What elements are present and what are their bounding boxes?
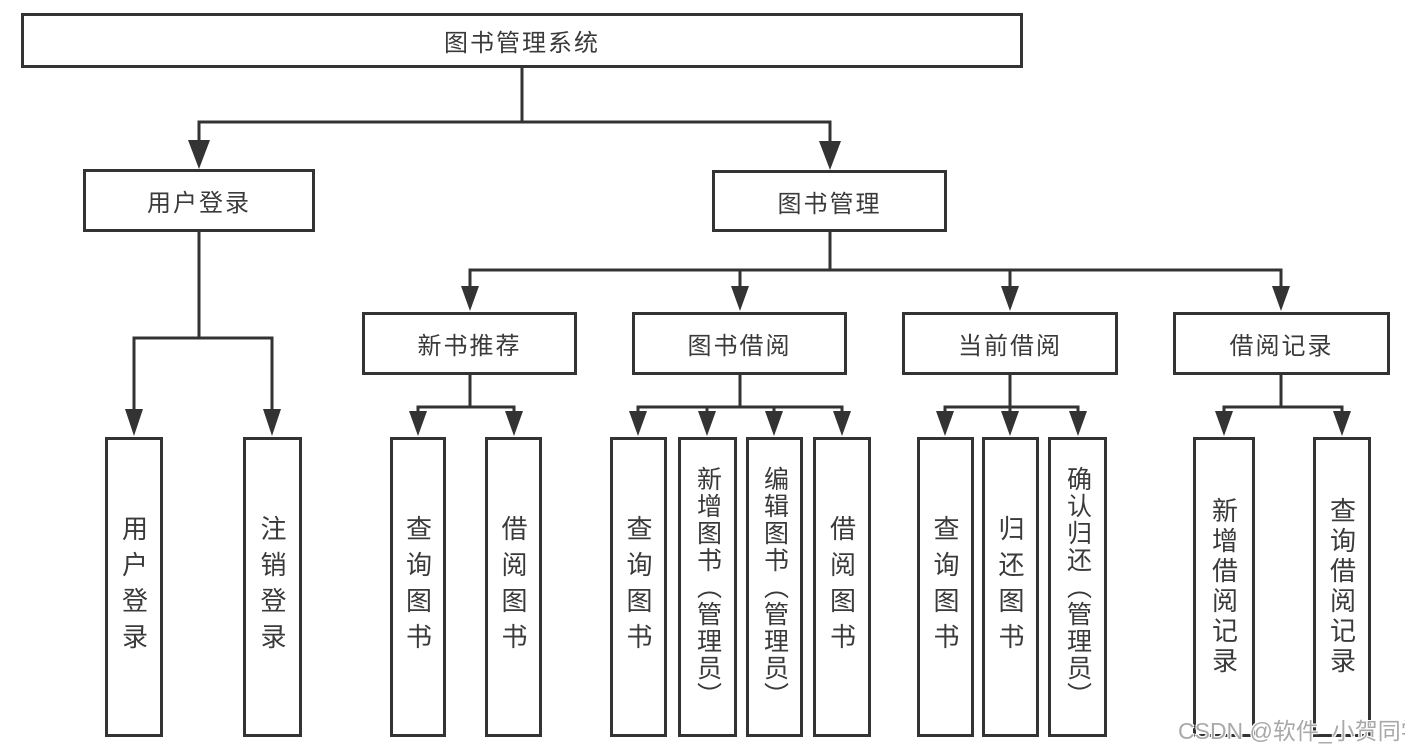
arrowhead-icon <box>765 411 783 436</box>
leaf-add-borrow-record: 新增借阅记录 <box>1193 437 1255 737</box>
leaf-logout-label: 注销登录 <box>257 515 287 659</box>
arrowhead-icon <box>1215 411 1233 436</box>
leaf-borrow-books-recommend: 借阅图书 <box>485 437 542 737</box>
arrowhead-icon <box>819 141 841 170</box>
leaf-logout: 注销登录 <box>243 437 302 737</box>
leaf-query-books-borrow: 查询图书 <box>610 437 667 737</box>
leaf-return-books: 归还图书 <box>982 437 1039 737</box>
arrowhead-icon <box>1272 286 1290 311</box>
leaf-confirm-return-admin-label: 确认归还（管理员） <box>1063 465 1092 709</box>
node-new-book-recommend-label: 新书推荐 <box>417 333 522 360</box>
leaf-confirm-return-admin: 确认归还（管理员） <box>1048 437 1107 737</box>
leaf-add-books-admin-label: 新增图书（管理员） <box>693 465 722 709</box>
node-book-borrow: 图书借阅 <box>632 312 847 375</box>
leaf-edit-books-admin: 编辑图书（管理员） <box>746 437 803 737</box>
node-root: 图书管理系统 <box>21 13 1023 68</box>
leaf-return-books-label: 归还图书 <box>995 515 1025 659</box>
leaf-query-books-recommend: 查询图书 <box>390 437 446 737</box>
node-current-borrow: 当前借阅 <box>902 312 1118 375</box>
leaf-query-books-current: 查询图书 <box>917 437 974 737</box>
node-book-management: 图书管理 <box>712 170 947 232</box>
leaf-query-borrow-record: 查询借阅记录 <box>1313 437 1371 737</box>
arrowhead-icon <box>263 409 281 436</box>
arrowhead-icon <box>629 411 647 436</box>
leaf-add-borrow-record-label: 新增借阅记录 <box>1208 497 1239 677</box>
arrowhead-icon <box>936 411 954 436</box>
arrowhead-icon <box>1333 411 1351 436</box>
arrowhead-icon <box>731 286 749 311</box>
arrowhead-icon <box>698 411 716 436</box>
arrowhead-icon <box>461 286 479 311</box>
watermark: CSDN @软件_小贺同学 <box>1178 718 1405 744</box>
arrowhead-icon <box>188 140 210 169</box>
arrowhead-icon <box>505 411 523 436</box>
leaf-query-borrow-record-label: 查询借阅记录 <box>1326 497 1357 677</box>
arrowhead-icon <box>1069 411 1087 436</box>
node-book-management-label: 图书管理 <box>777 190 882 218</box>
leaf-borrow-books-label: 借阅图书 <box>826 515 857 659</box>
node-book-borrow-label: 图书借阅 <box>687 333 792 360</box>
node-borrow-records: 借阅记录 <box>1173 312 1390 375</box>
arrowhead-icon <box>1001 286 1019 311</box>
node-user-login-label: 用户登录 <box>147 190 251 217</box>
leaf-add-books-admin: 新增图书（管理员） <box>678 437 737 737</box>
leaf-query-books-current-label: 查询图书 <box>930 515 960 659</box>
leaf-user-login-label: 用户登录 <box>118 515 149 659</box>
node-new-book-recommend: 新书推荐 <box>362 312 577 375</box>
arrowhead-icon <box>125 409 143 436</box>
leaf-user-login: 用户登录 <box>105 437 163 737</box>
node-root-label: 图书管理系统 <box>444 30 600 57</box>
node-user-login: 用户登录 <box>83 169 315 232</box>
arrowhead-icon <box>409 411 427 436</box>
leaf-query-books-borrow-label: 查询图书 <box>623 515 653 659</box>
arrowhead-icon <box>833 411 851 436</box>
node-current-borrow-label: 当前借阅 <box>958 333 1062 360</box>
arrowhead-icon <box>1001 411 1019 436</box>
leaf-query-books-recommend-label: 查询图书 <box>402 515 433 659</box>
leaf-borrow-books: 借阅图书 <box>813 437 871 737</box>
leaf-edit-books-admin-label: 编辑图书（管理员） <box>760 465 789 709</box>
leaf-borrow-books-recommend-label: 借阅图书 <box>498 515 528 659</box>
node-borrow-records-label: 借阅记录 <box>1229 333 1334 360</box>
